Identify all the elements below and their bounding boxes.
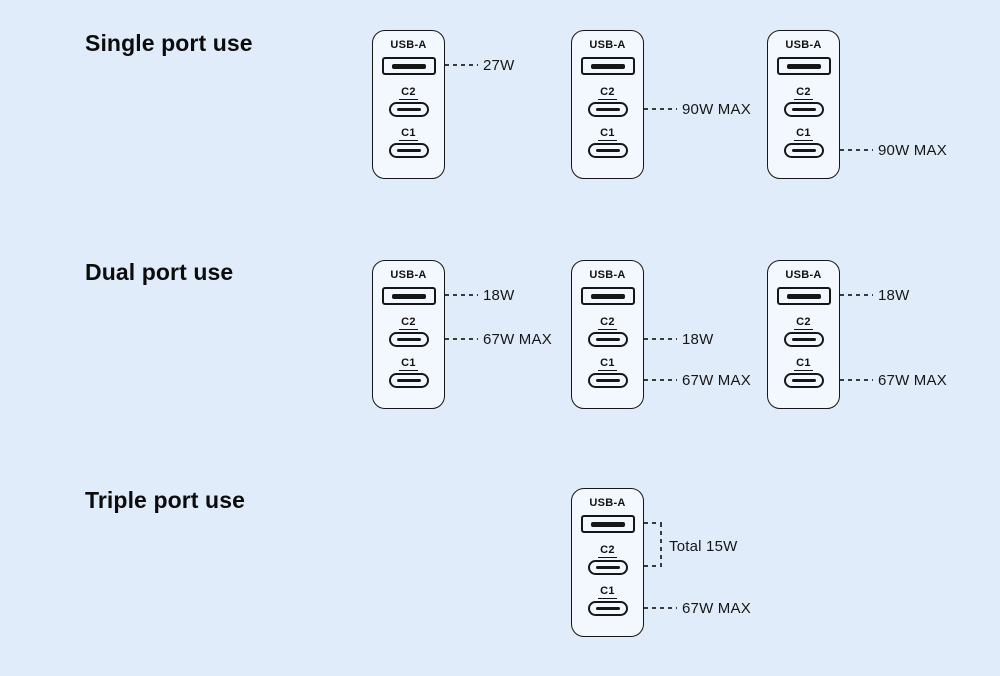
port-label-c2: C2 xyxy=(399,316,418,330)
callout-label: 67W MAX xyxy=(682,599,751,617)
callout-single2-c2: 90W MAX xyxy=(644,100,751,118)
port-label-c1: C1 xyxy=(598,127,617,141)
callout-label: 67W MAX xyxy=(878,371,947,389)
port-label-usb-a: USB-A xyxy=(589,39,626,51)
usb-c1-port-icon xyxy=(783,373,824,388)
port-label-usb-a: USB-A xyxy=(785,269,822,281)
usb-c1-port-icon xyxy=(783,143,824,158)
callout-single3-c1: 90W MAX xyxy=(840,141,947,159)
charger-dual-1: USB-A C2 C1 xyxy=(372,260,445,409)
usb-c1-port-icon xyxy=(388,143,429,158)
charger-triple-1: USB-A C2 C1 xyxy=(571,488,644,637)
charger-dual-2: USB-A C2 C1 xyxy=(571,260,644,409)
port-label-usb-a: USB-A xyxy=(785,39,822,51)
port-label-usb-a: USB-A xyxy=(390,39,427,51)
callout-triple-c1: 67W MAX xyxy=(644,599,751,617)
dashed-leader-line xyxy=(840,379,873,381)
callout-label: 67W MAX xyxy=(483,330,552,348)
port-label-c2: C2 xyxy=(598,316,617,330)
usb-a-port-icon xyxy=(381,287,436,305)
dashed-leader-line xyxy=(644,379,677,381)
port-label-c1: C1 xyxy=(399,127,418,141)
dashed-leader-line xyxy=(445,64,478,66)
callout-label: 18W xyxy=(483,286,515,304)
port-label-c2: C2 xyxy=(598,544,617,558)
port-label-c1: C1 xyxy=(399,357,418,371)
usb-c2-port-icon xyxy=(587,560,628,575)
dashed-leader-line xyxy=(840,294,873,296)
callout-dual2-c1: 67W MAX xyxy=(644,371,751,389)
section-title-triple: Triple port use xyxy=(85,487,245,513)
usb-c2-port-icon xyxy=(587,332,628,347)
port-label-usb-a: USB-A xyxy=(589,269,626,281)
port-label-c2: C2 xyxy=(399,86,418,100)
port-label-c1: C1 xyxy=(794,357,813,371)
port-label-usb-a: USB-A xyxy=(390,269,427,281)
callout-dual1-c2: 67W MAX xyxy=(445,330,552,348)
dashed-leader-line xyxy=(840,149,873,151)
usb-c2-port-icon xyxy=(388,102,429,117)
callout-label: 18W xyxy=(878,286,910,304)
dashed-leader-line xyxy=(445,338,478,340)
port-label-c1: C1 xyxy=(598,357,617,371)
usb-c1-port-icon xyxy=(587,373,628,388)
charger-single-3: USB-A C2 C1 xyxy=(767,30,840,179)
port-label-c1: C1 xyxy=(598,585,617,599)
charger-single-1: USB-A C2 C1 xyxy=(372,30,445,179)
callout-dual3-c1: 67W MAX xyxy=(840,371,947,389)
port-label-c1: C1 xyxy=(794,127,813,141)
port-label-c2: C2 xyxy=(598,86,617,100)
charger-single-2: USB-A C2 C1 xyxy=(571,30,644,179)
callout-label: 90W MAX xyxy=(878,141,947,159)
usb-c2-port-icon xyxy=(587,102,628,117)
charger-dual-3: USB-A C2 C1 xyxy=(767,260,840,409)
usb-c2-port-icon xyxy=(783,102,824,117)
section-title-dual: Dual port use xyxy=(85,259,234,285)
usb-c2-port-icon xyxy=(388,332,429,347)
callout-label: 27W xyxy=(483,56,515,74)
section-title-single: Single port use xyxy=(85,30,253,56)
dashed-leader-line xyxy=(445,294,478,296)
usb-a-port-icon xyxy=(381,57,436,75)
port-label-usb-a: USB-A xyxy=(589,497,626,509)
callout-single1-usba: 27W xyxy=(445,56,514,74)
callout-label: 90W MAX xyxy=(682,100,751,118)
callout-total-label: Total 15W xyxy=(669,538,738,555)
usb-a-port-icon xyxy=(580,57,635,75)
bracket-dash-bottom xyxy=(644,565,662,567)
callout-dual3-usba: 18W xyxy=(840,286,909,304)
usb-a-port-icon xyxy=(776,57,831,75)
port-label-c2: C2 xyxy=(794,316,813,330)
bracket-dash-top xyxy=(644,522,662,524)
dashed-leader-line xyxy=(644,108,677,110)
usb-a-port-icon xyxy=(580,515,635,533)
bracket-dash-vertical xyxy=(660,523,662,567)
callout-dual2-c2: 18W xyxy=(644,330,713,348)
usb-a-port-icon xyxy=(580,287,635,305)
callout-label: 67W MAX xyxy=(682,371,751,389)
usb-c1-port-icon xyxy=(587,143,628,158)
usb-a-port-icon xyxy=(776,287,831,305)
callout-dual1-usba: 18W xyxy=(445,286,514,304)
dashed-leader-line xyxy=(644,338,677,340)
usb-c1-port-icon xyxy=(587,601,628,616)
callout-label: 18W xyxy=(682,330,714,348)
usb-c2-port-icon xyxy=(783,332,824,347)
dashed-leader-line xyxy=(644,607,677,609)
usb-c1-port-icon xyxy=(388,373,429,388)
port-label-c2: C2 xyxy=(794,86,813,100)
